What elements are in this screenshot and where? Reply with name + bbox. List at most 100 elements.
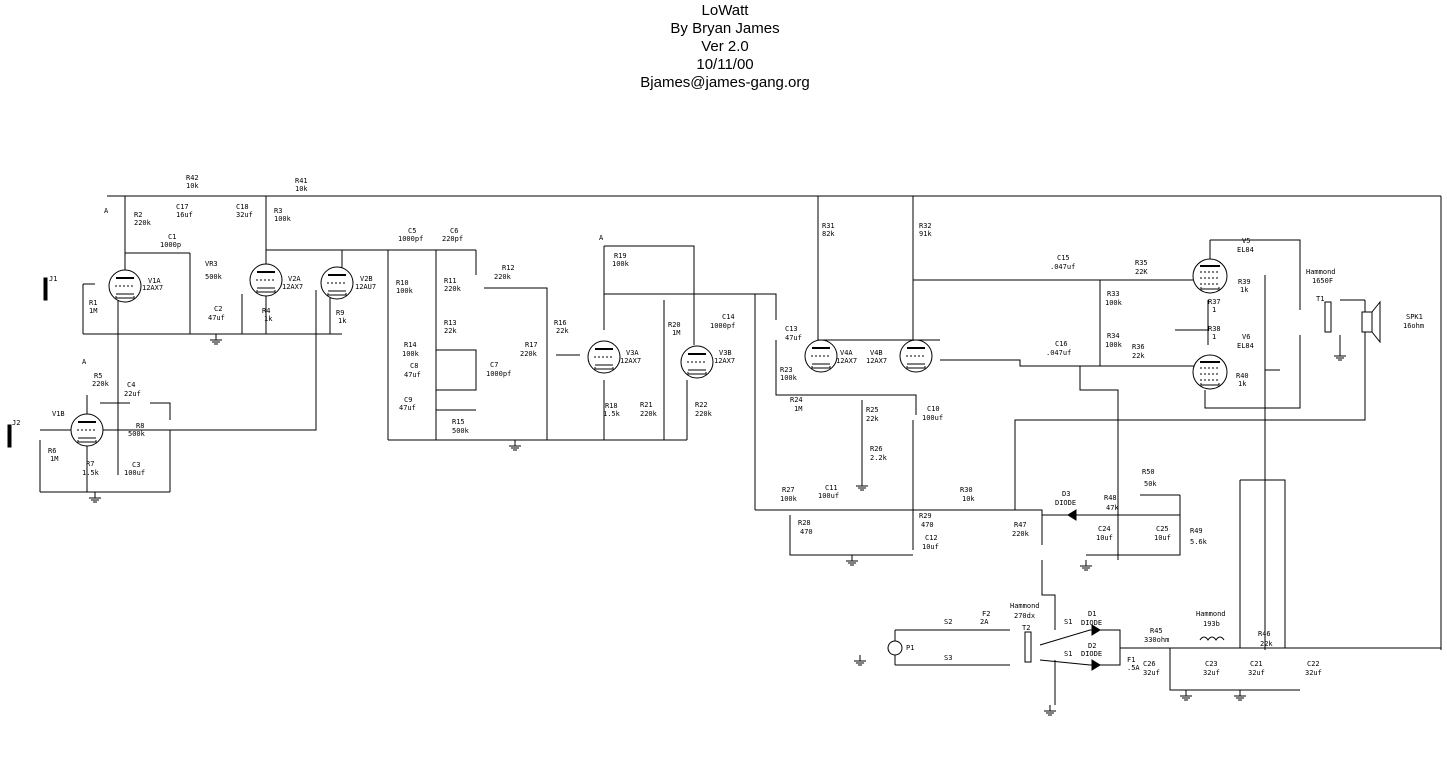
- value-r37: 1: [1212, 306, 1216, 314]
- label-c13: C13: [785, 325, 798, 333]
- value-r5: 220k: [92, 380, 110, 388]
- value-r46: 22k: [1260, 640, 1273, 648]
- value-c7: 1000pf: [486, 370, 511, 378]
- label-c10: C10: [927, 405, 940, 413]
- ground-symbol: [845, 554, 859, 566]
- label-choke-model: 193b: [1203, 620, 1220, 628]
- value-c22: 32uf: [1305, 669, 1322, 677]
- label-r33: R33: [1107, 290, 1120, 298]
- label-r46: R46: [1258, 630, 1271, 638]
- label-c3: C3: [132, 461, 140, 469]
- label-c8: C8: [410, 362, 418, 370]
- label-t2: T2: [1022, 624, 1030, 632]
- node-label-a: A: [599, 234, 604, 242]
- label-r30: R30: [960, 486, 973, 494]
- value-r34: 100k: [1105, 341, 1123, 349]
- value-v6: EL84: [1237, 342, 1254, 350]
- label-s3: S3: [944, 654, 952, 662]
- label-r32: R32: [919, 222, 932, 230]
- value-c13: 47uf: [785, 334, 802, 342]
- label-c9: C9: [404, 396, 412, 404]
- value-d2: DIODE: [1081, 650, 1102, 658]
- value-r27: 100k: [780, 495, 798, 503]
- label-c22: C22: [1307, 660, 1320, 668]
- label-r31: R31: [822, 222, 835, 230]
- label-c24: C24: [1098, 525, 1111, 533]
- label-s1-top: S1: [1064, 618, 1072, 626]
- label-r9: R9: [336, 309, 344, 317]
- diode-d3: [1067, 509, 1077, 521]
- label-r4: R4: [262, 307, 270, 315]
- value-r25: 22k: [866, 415, 879, 423]
- label-r20: R20: [668, 321, 681, 329]
- label-v3b: V3B: [719, 349, 732, 357]
- value-c4: 22uf: [124, 390, 141, 398]
- label-v1b: V1B: [52, 410, 65, 418]
- label-r39: R39: [1238, 278, 1251, 286]
- label-r14: R14: [404, 341, 417, 349]
- ground-symbol: [1079, 559, 1093, 571]
- value-v1a: 12AX7: [142, 284, 163, 292]
- value-v3b: 12AX7: [714, 357, 735, 365]
- value-r29: 470: [921, 521, 934, 529]
- label-r10: R10: [396, 279, 409, 287]
- label-r35: R35: [1135, 259, 1148, 267]
- label-s2: S2: [944, 618, 952, 626]
- diode-d2: [1091, 659, 1101, 671]
- value-v4a: 12AX7: [836, 357, 857, 365]
- label-r17: R17: [525, 341, 538, 349]
- label-v2b: V2B: [360, 275, 373, 283]
- ground-symbol: [88, 491, 102, 503]
- label-v2a: V2A: [288, 275, 301, 283]
- speaker-spk1: [1361, 311, 1373, 333]
- value-c23: 32uf: [1203, 669, 1220, 677]
- value-r13: 22k: [444, 327, 457, 335]
- value-v5: EL84: [1237, 246, 1254, 254]
- label-v3a: V3A: [626, 349, 639, 357]
- label-r37: R37: [1208, 298, 1221, 306]
- label-r5: R5: [94, 372, 102, 380]
- schematic-components: [7, 258, 1381, 716]
- value-r31: 82k: [822, 230, 835, 238]
- label-d3: D3: [1062, 490, 1070, 498]
- value-r26: 2.2k: [870, 454, 888, 462]
- value-r18: 1.5k: [603, 410, 621, 418]
- label-c14: C14: [722, 313, 735, 321]
- value-spk1: 16ohm: [1403, 322, 1424, 330]
- label-ot-model: 1650F: [1312, 277, 1333, 285]
- label-r21: R21: [640, 401, 653, 409]
- value-r16: 22k: [556, 327, 569, 335]
- value-c17: 16uf: [176, 211, 193, 219]
- label-c23: C23: [1205, 660, 1218, 668]
- label-p1: P1: [906, 644, 914, 652]
- label-c11: C11: [825, 484, 838, 492]
- value-c14: 1000pf: [710, 322, 735, 330]
- label-spk1: SPK1: [1406, 313, 1423, 321]
- value-r1: 1M: [89, 307, 97, 315]
- value-r19: 100k: [612, 260, 630, 268]
- ground-symbol: [855, 479, 869, 491]
- label-r12: R12: [502, 264, 515, 272]
- tube-v4a: [804, 339, 838, 373]
- power-transformer-t2: [1024, 631, 1032, 663]
- label-d1: D1: [1088, 610, 1096, 618]
- value-r6: 1M: [50, 455, 58, 463]
- label-c5: C5: [408, 227, 416, 235]
- label-r6: R6: [48, 447, 56, 455]
- ground-symbol: [1233, 689, 1247, 701]
- label-r50: R50: [1142, 468, 1155, 476]
- value-r7: 1.5k: [82, 469, 100, 477]
- value-r22: 220k: [695, 410, 713, 418]
- schematic-version: Ver 2.0: [701, 38, 749, 55]
- label-c4: C4: [127, 381, 135, 389]
- diode-d1: [1091, 624, 1101, 636]
- ground-symbol: [853, 654, 867, 666]
- label-r2: R2: [134, 211, 142, 219]
- label-r34: R34: [1107, 332, 1120, 340]
- label-r28: R28: [798, 519, 811, 527]
- value-r2: 220k: [134, 219, 152, 227]
- value-c24: 10uf: [1096, 534, 1113, 542]
- value-v2b: 12AU7: [355, 283, 376, 291]
- value-r10: 100k: [396, 287, 414, 295]
